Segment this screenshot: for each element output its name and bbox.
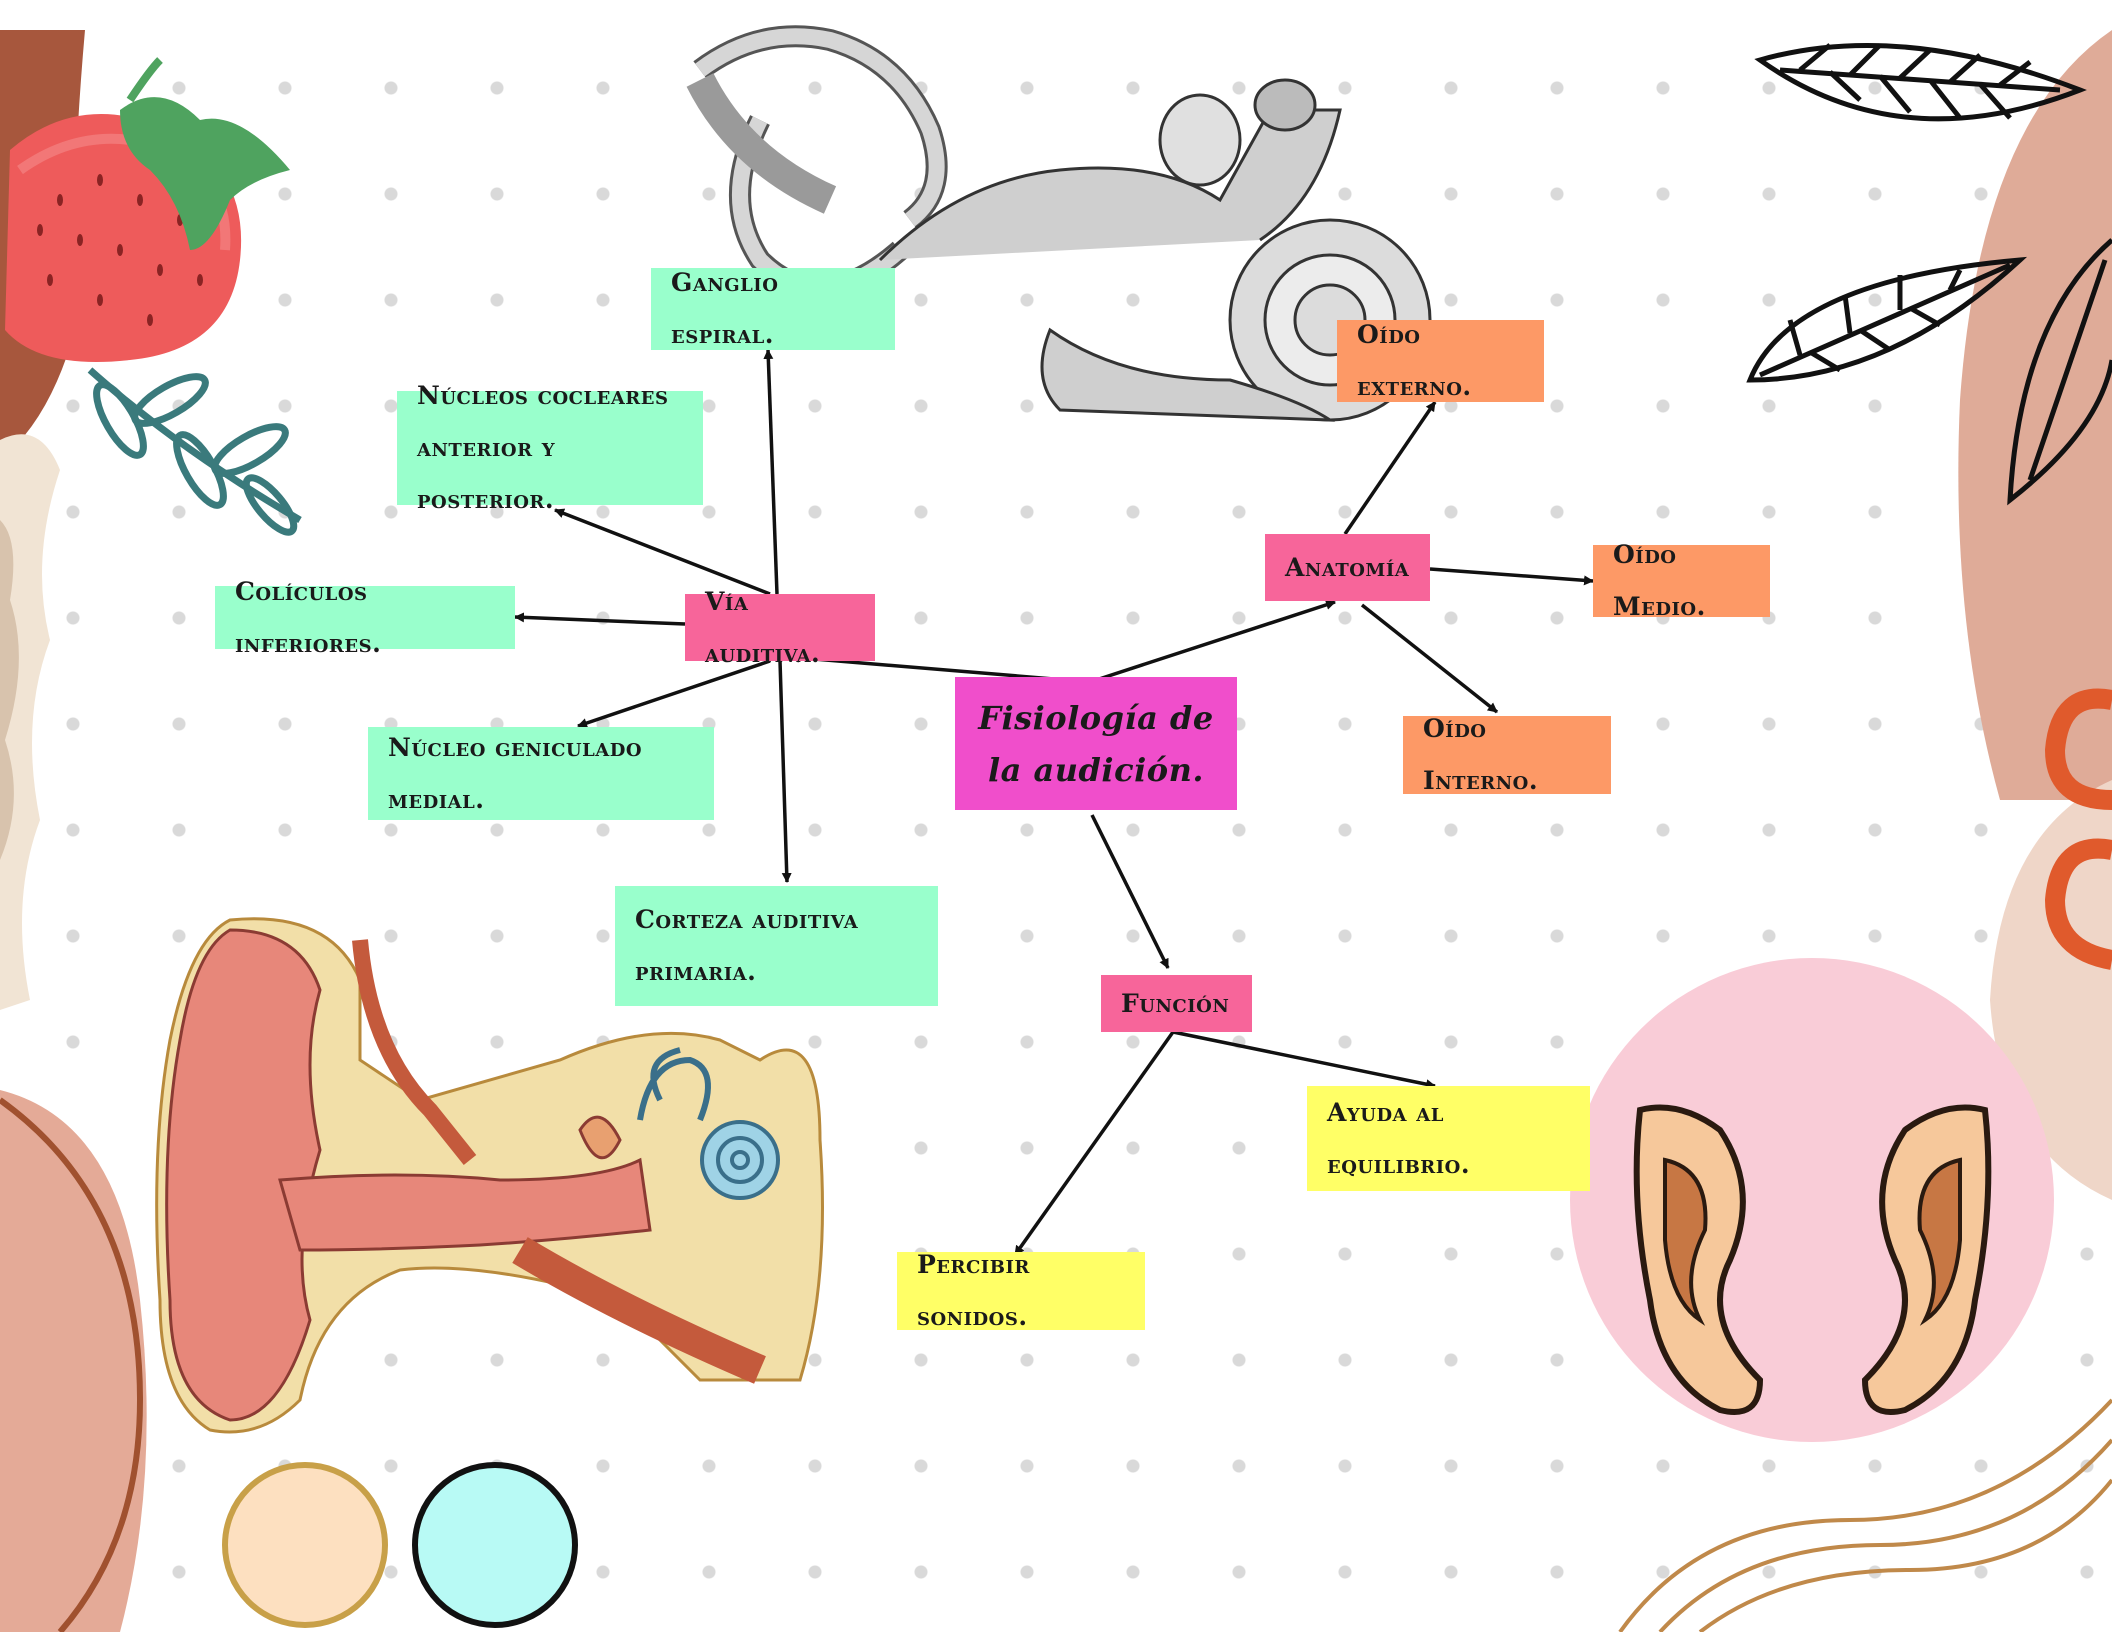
arrow-via-to-ganglio (768, 350, 777, 594)
arrow-anatomia-to-externo (1345, 402, 1435, 534)
node-corteza-auditiva: Corteza auditiva primaria. (615, 886, 938, 1006)
arrow-anatomia-to-medio (1430, 569, 1593, 581)
arrow-funcion-to-percibir (1015, 1032, 1173, 1255)
node-nucleo-geniculado: Núcleo geniculado medial. (368, 727, 714, 820)
arrow-via-to-corteza (780, 661, 787, 882)
node-coliculos-inferiores: Colículos inferiores. (215, 586, 515, 649)
branch-anatomia: Anatomía (1265, 534, 1430, 601)
branch-funcion: Función (1101, 975, 1252, 1032)
arrow-anatomia-to-interno (1362, 605, 1497, 712)
arrow-center-to-anatomia (1090, 602, 1335, 682)
arrow-funcion-to-equilibrio (1173, 1032, 1435, 1086)
node-oido-externo: Oído externo. (1337, 320, 1544, 402)
node-oido-medio: Oído Medio. (1593, 545, 1770, 617)
arrow-center-to-funcion (1092, 815, 1168, 968)
node-nucleos-cocleares: Núcleos cocleares anterior y posterior. (397, 391, 703, 505)
node-percibir-sonidos: Percibir sonidos. (897, 1252, 1145, 1330)
node-ganglio-espiral: Ganglio espiral. (651, 268, 895, 350)
node-oido-interno: Oído Interno. (1403, 716, 1611, 794)
central-topic-node: Fisiología de la audición. (955, 677, 1237, 810)
arrow-via-to-coliculos (515, 617, 685, 624)
branch-via-auditiva: Vía auditiva. (685, 594, 875, 661)
node-ayuda-equilibrio: Ayuda al equilibrio. (1307, 1086, 1590, 1191)
